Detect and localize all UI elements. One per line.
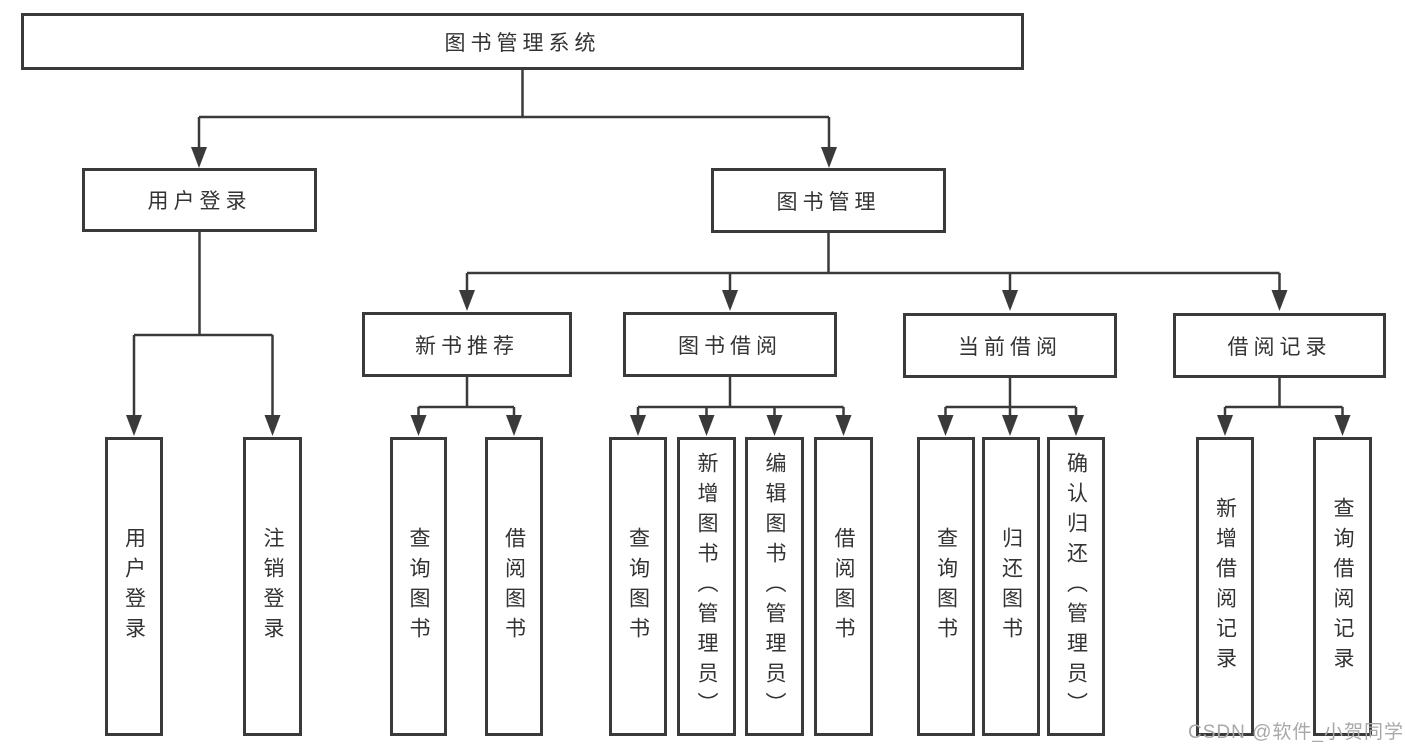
leaf-newbook-borrow-book-label: 借阅图书	[502, 526, 526, 647]
leaf-borrow-query-book: 查询图书	[609, 437, 667, 736]
leaf-logout-label: 注销登录	[261, 526, 284, 647]
leaf-current-query-book-label: 查询图书	[934, 526, 958, 647]
node-user-login: 用户登录	[82, 168, 317, 232]
leaf-borrow-borrow-book: 借阅图书	[814, 437, 873, 736]
leaf-newbook-query-book-label: 查询图书	[407, 526, 430, 647]
csdn-watermark: CSDN @软件_小贺同学	[1188, 722, 1404, 743]
leaf-current-confirm-return-admin: 确认归还（管理员）	[1047, 437, 1105, 736]
leaf-current-confirm-return-admin-label: 确认归还（管理员）	[1064, 451, 1088, 722]
leaf-borrow-edit-book-admin: 编辑图书（管理员）	[745, 437, 804, 736]
leaf-newbook-borrow-book: 借阅图书	[485, 437, 543, 736]
node-current-borrow: 当前借阅	[903, 313, 1117, 378]
leaf-borrow-add-book-admin: 新增图书（管理员）	[677, 437, 736, 736]
leaf-borrow-query-book-label: 查询图书	[626, 526, 650, 647]
leaf-current-return-book-label: 归还图书	[999, 526, 1023, 647]
leaf-record-add-record: 新增借阅记录	[1196, 437, 1254, 736]
leaf-borrow-edit-book-admin-label: 编辑图书（管理员）	[763, 451, 786, 722]
leaf-borrow-add-book-admin-label: 新增图书（管理员）	[695, 451, 718, 722]
leaf-current-query-book: 查询图书	[917, 437, 975, 736]
leaf-record-query-record-label: 查询借阅记录	[1331, 496, 1354, 677]
node-book-borrowing: 图书借阅	[623, 312, 837, 377]
node-library-system: 图书管理系统	[21, 13, 1024, 70]
node-book-management: 图书管理	[711, 168, 946, 233]
node-borrow-records: 借阅记录	[1173, 313, 1386, 378]
leaf-newbook-query-book: 查询图书	[390, 437, 447, 736]
leaf-record-add-record-label: 新增借阅记录	[1213, 496, 1237, 677]
leaf-record-query-record: 查询借阅记录	[1313, 437, 1372, 736]
leaf-user-login-label: 用户登录	[122, 526, 146, 647]
leaf-current-return-book: 归还图书	[982, 437, 1040, 736]
leaf-borrow-borrow-book-label: 借阅图书	[832, 526, 855, 647]
leaf-logout: 注销登录	[243, 437, 302, 736]
leaf-user-login: 用户登录	[105, 437, 163, 736]
node-new-book-recommend: 新书推荐	[362, 312, 572, 377]
